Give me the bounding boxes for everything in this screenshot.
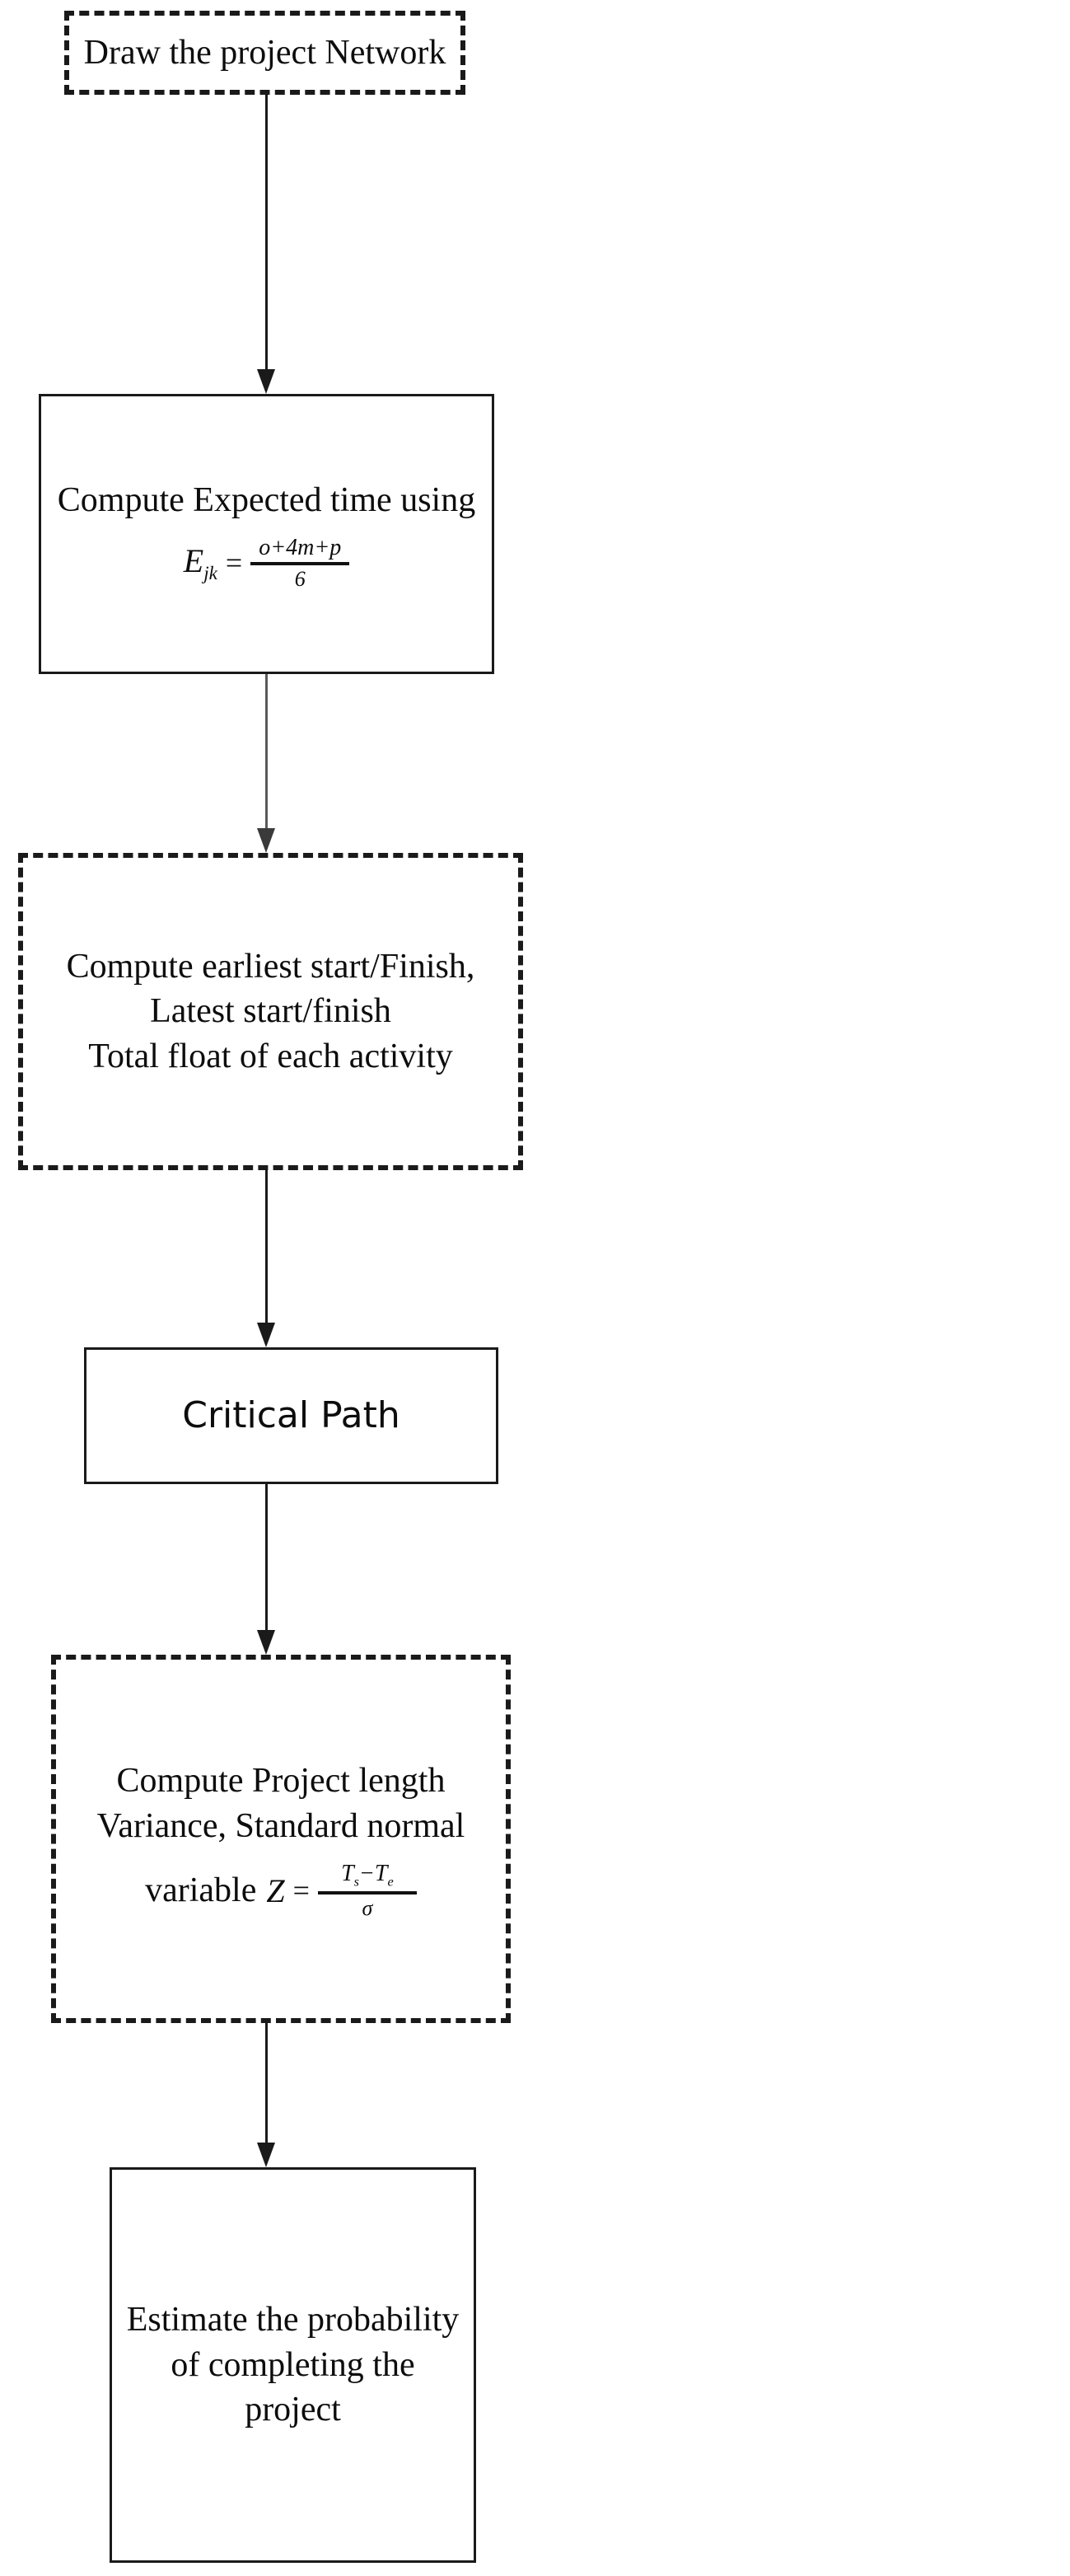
- node-floats-line-2: Latest start/finish: [150, 992, 391, 1031]
- node-critical-path-line-1: Critical Path: [182, 1394, 400, 1437]
- node-estimate-probability-line-3: project: [245, 2391, 341, 2429]
- numerator-minus-sign: −: [359, 1861, 375, 1887]
- formula-z-label: variable: [145, 1871, 257, 1910]
- node-critical-path[interactable]: Critical Path: [84, 1347, 498, 1484]
- connector-shaft: [265, 2023, 268, 2145]
- numerator-term-right-subscript: e: [387, 1874, 394, 1890]
- arrowhead-down-icon: [257, 2143, 275, 2167]
- node-project-length[interactable]: Compute Project length Variance, Standar…: [51, 1655, 511, 2023]
- node-floats-line-3: Total float of each activity: [88, 1037, 453, 1075]
- node-estimate-probability-line-1: Estimate the probability: [126, 2301, 460, 2339]
- node-expected-time[interactable]: Compute Expected time using Ejk = o+4m+p…: [39, 394, 494, 674]
- connector-draw-to-expected: [257, 95, 275, 394]
- formula-z-score: variable Z = Ts−Te σ: [145, 1862, 417, 1919]
- arrowhead-down-icon: [257, 369, 275, 394]
- numerator-term-right: T: [374, 1861, 388, 1887]
- connector-expected-to-floats: [257, 674, 275, 853]
- numerator-term-left: T: [341, 1861, 354, 1887]
- numerator-term-left-subscript: s: [353, 1874, 359, 1890]
- formula-denominator: σ: [362, 1895, 373, 1920]
- formula-numerator: o+4m+p: [259, 535, 342, 561]
- connector-length-to-estimate: [257, 2023, 275, 2167]
- formula-denominator: 6: [294, 566, 306, 591]
- fraction-bar: [317, 1890, 417, 1895]
- connector-shaft: [265, 1484, 268, 1632]
- formula-equals-sign: =: [225, 546, 243, 580]
- node-expected-time-line-1: Compute Expected time using: [57, 480, 476, 519]
- formula-lhs-subscript: jk: [203, 562, 217, 584]
- arrowhead-down-icon: [257, 1323, 275, 1347]
- formula-equals-sign: =: [292, 1874, 310, 1908]
- node-draw-network-line-1: Draw the project Network: [83, 33, 446, 72]
- node-project-length-line-2: Variance, Standard normal: [96, 1806, 465, 1845]
- node-floats-line-1: Compute earliest start/Finish,: [66, 947, 475, 986]
- connector-floats-to-critical: [257, 1170, 275, 1347]
- formula-fraction: Ts−Te σ: [317, 1862, 417, 1920]
- formula-expression: Ejk = o+4m+p 6: [184, 535, 350, 591]
- formula-expression: Z = Ts−Te σ: [266, 1862, 417, 1919]
- formula-numerator: Ts−Te: [334, 1862, 400, 1891]
- formula-fraction: o+4m+p 6: [250, 535, 350, 591]
- formula-expected-time: Ejk = o+4m+p 6: [184, 535, 350, 591]
- node-project-length-line-1: Compute Project length: [116, 1761, 446, 1800]
- node-draw-network[interactable]: Draw the project Network: [64, 11, 465, 95]
- node-floats[interactable]: Compute earliest start/Finish, Latest st…: [18, 853, 523, 1170]
- formula-lhs: Ejk: [184, 541, 217, 585]
- fraction-bar: [250, 561, 350, 565]
- connector-shaft: [265, 674, 268, 831]
- connector-critical-to-length: [257, 1484, 275, 1655]
- formula-lhs-symbol: Z: [266, 1871, 285, 1909]
- node-estimate-probability-line-2: of completing the: [171, 2345, 415, 2384]
- formula-lhs-symbol: E: [183, 541, 204, 579]
- connector-shaft: [265, 1170, 268, 1325]
- connector-shaft: [265, 95, 268, 372]
- arrowhead-down-icon: [257, 828, 275, 853]
- node-estimate-probability[interactable]: Estimate the probability of completing t…: [110, 2167, 476, 2563]
- arrowhead-down-icon: [257, 1630, 275, 1655]
